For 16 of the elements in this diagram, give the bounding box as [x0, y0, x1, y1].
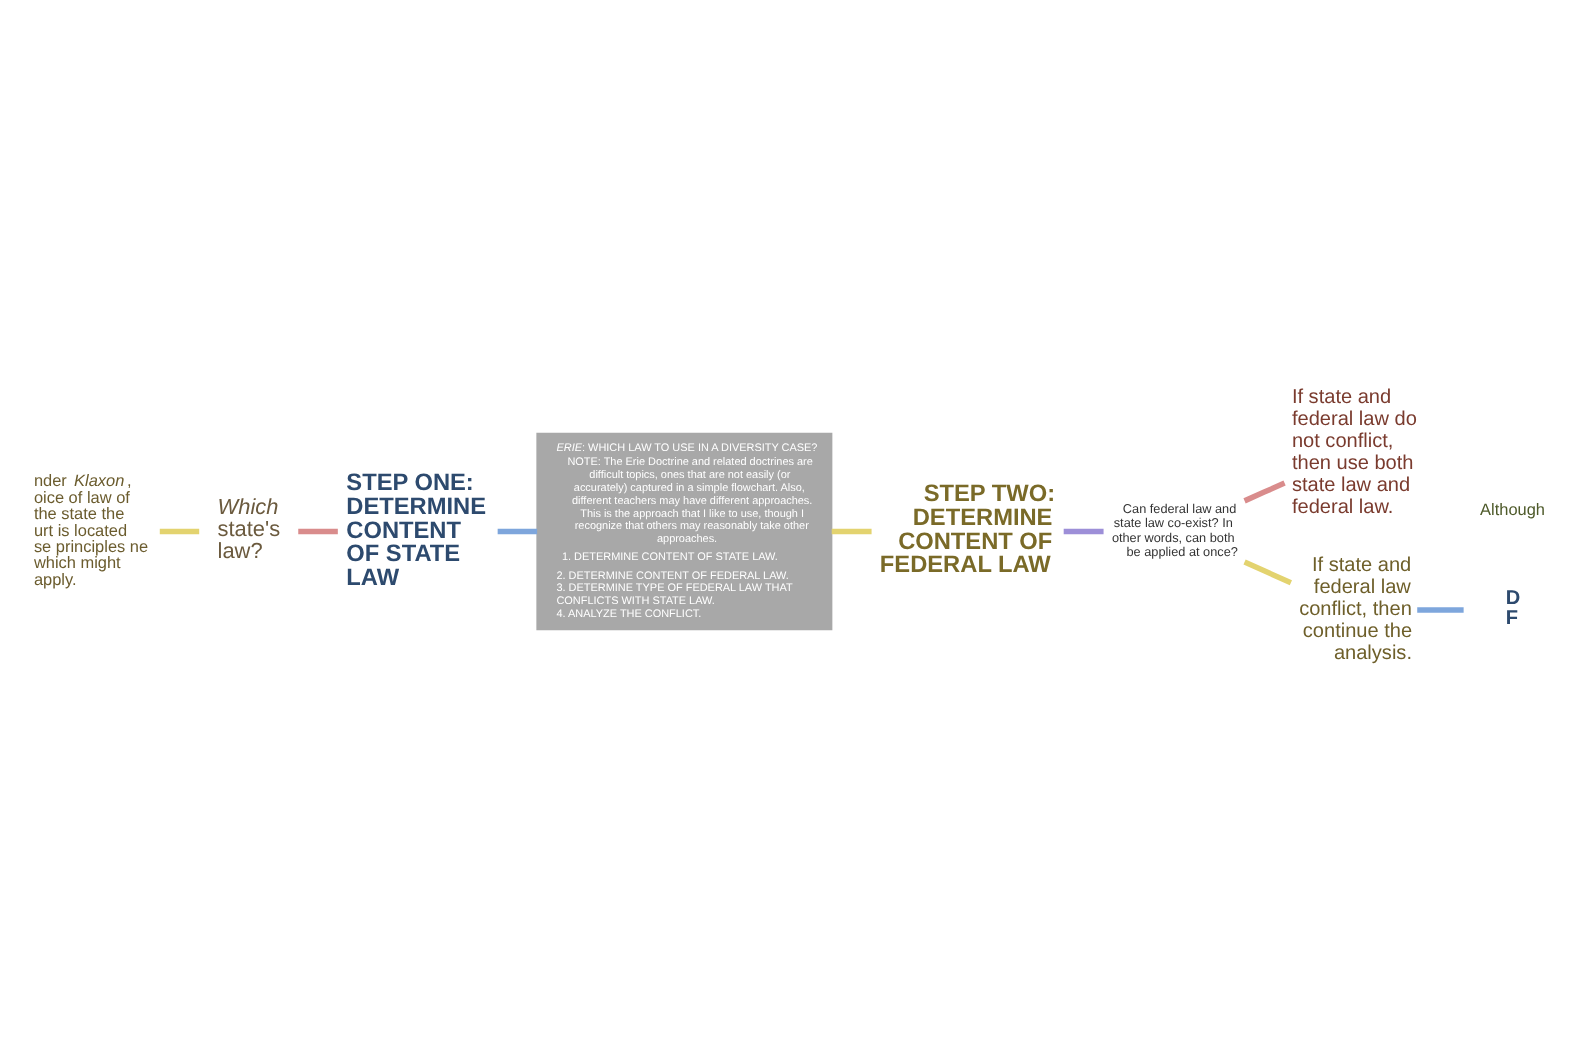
connector [831, 528, 872, 535]
connector [1243, 559, 1292, 586]
label: Although [1480, 501, 1546, 520]
node-text: If state and federal law conflict, then continue the analysis. [1299, 555, 1413, 666]
connector [1243, 480, 1286, 504]
node-text: D F [1505, 588, 1521, 631]
connector [497, 528, 538, 535]
connector [298, 528, 338, 535]
node-text: STEP TWO: DETERMINE CONTENT OF FEDERAL LAW [879, 479, 1056, 579]
connector [1063, 528, 1104, 535]
node-text: nder Klaxon, oice of law of the state the urt is located se principles ne which might apply. [33, 472, 149, 589]
node-text: STEP ONE: DETERMINE CONTENT OF STATE LAW [346, 468, 487, 592]
node-text: If state and federal law do not conflict, then use both state law and federal law. [1291, 387, 1417, 519]
connector [159, 528, 200, 535]
connector [1417, 607, 1464, 613]
node-text: Which state's law? [217, 496, 281, 565]
